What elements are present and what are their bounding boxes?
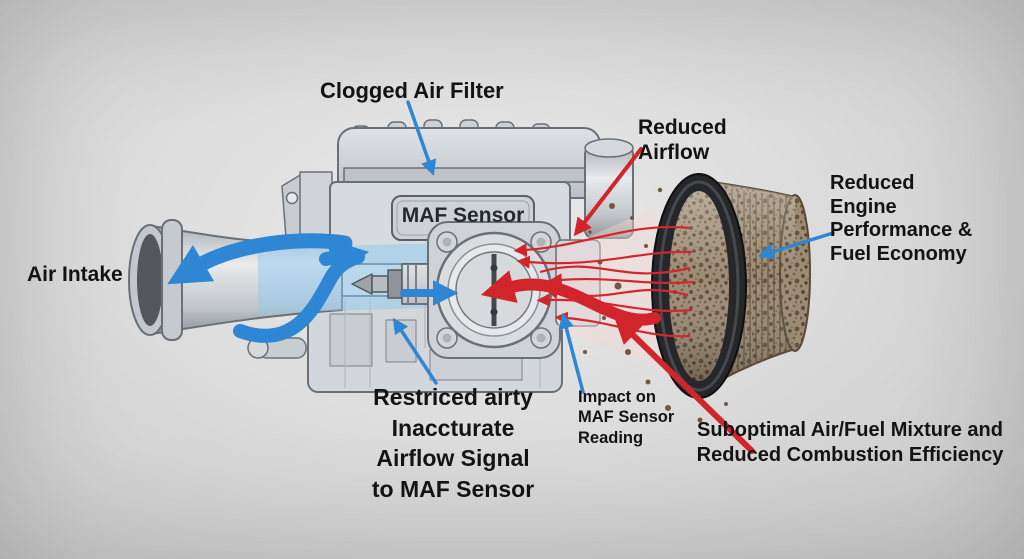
airflow-blue-arrows — [167, 233, 459, 343]
leader-impact-maf — [558, 312, 585, 394]
label-air-intake: Air Intake — [27, 263, 123, 286]
leader-clogged-air-filter — [406, 100, 437, 176]
label-restricted-airflow-signal: Restriced airty Inaccturate Airflow Sign… — [371, 384, 535, 502]
engine-airbox — [337, 119, 601, 199]
engine-bracket — [281, 171, 333, 243]
label-reduced-engine-performance: Reduced Engine Performance & Fuel Econom… — [830, 172, 973, 265]
leader-reduced-airflow — [573, 147, 643, 237]
label-suboptimal-mixture: Suboptimal Air/Fuel Mixture and Reduced … — [696, 419, 1004, 466]
leader-reduced-engine — [757, 231, 835, 260]
reduced-flow-streamlines — [513, 226, 695, 338]
label-clogged-air-filter: Clogged Air Filter — [320, 78, 504, 103]
clogged-air-filter-part — [651, 173, 811, 399]
label-impact-maf-reading: Impact on MAF Sensor Reading — [578, 388, 675, 447]
label-maf-sensor: MAF Sensor — [401, 204, 525, 227]
leader-arrows — [392, 100, 835, 454]
label-reduced-airflow: Reduced Airflow — [638, 116, 727, 164]
airflow-arrow-left — [167, 233, 353, 285]
intake-clamp — [161, 219, 183, 341]
leader-restricted-signal — [392, 317, 438, 385]
throttle-bolts — [436, 231, 552, 349]
leader-suboptimal — [613, 316, 755, 454]
